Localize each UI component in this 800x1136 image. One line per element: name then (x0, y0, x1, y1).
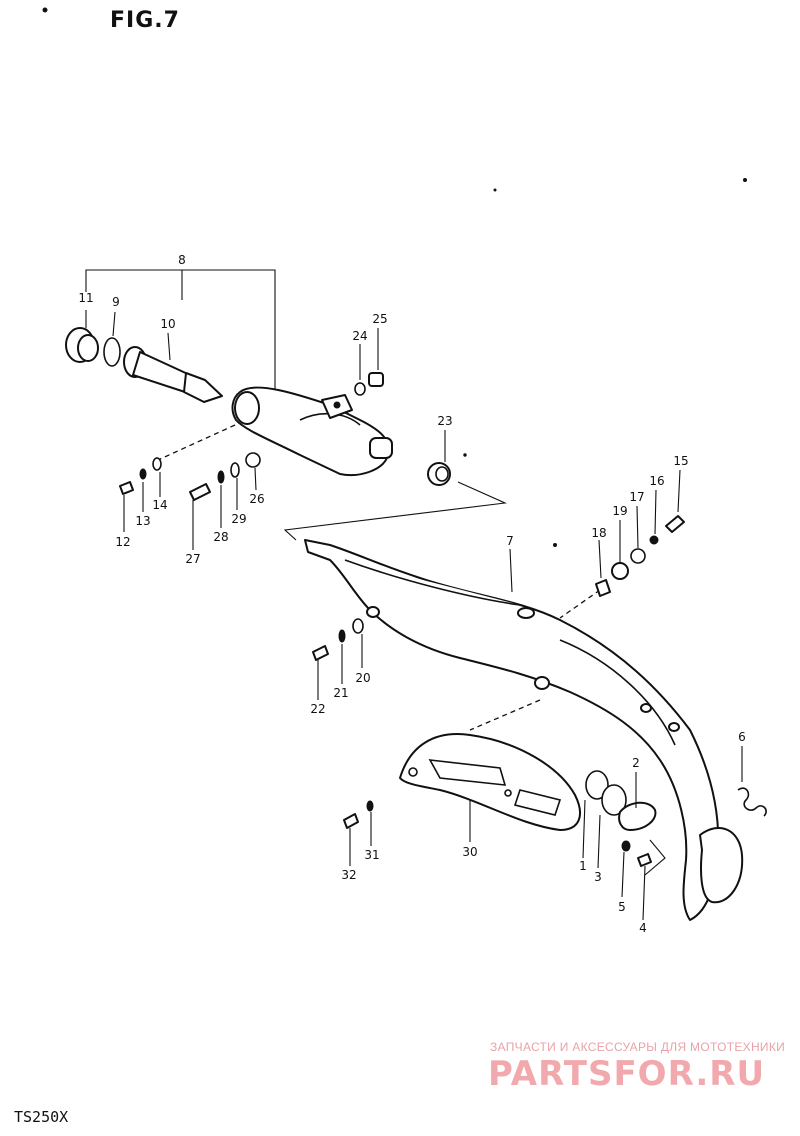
callout-16: 16 (649, 474, 664, 488)
bush-23 (427, 430, 451, 486)
guide-line-gasket (644, 839, 666, 876)
washer-5 (621, 840, 631, 898)
callout-6: 6 (738, 730, 746, 744)
callout-27: 27 (185, 552, 200, 566)
callout-2: 2 (632, 756, 640, 770)
washer-21 (338, 629, 346, 684)
washer-28 (217, 470, 225, 528)
washer-13 (139, 468, 147, 512)
callout-19: 19 (612, 504, 627, 518)
callout-7: 7 (506, 534, 514, 548)
heat-guard-30 (399, 733, 581, 842)
end-cap-11 (65, 310, 99, 363)
speck-dot (743, 178, 747, 182)
callout-17: 17 (629, 490, 644, 504)
washer-14 (152, 457, 162, 497)
o-ring-9 (103, 311, 121, 367)
speck-dot (463, 453, 467, 457)
callout-23: 23 (437, 414, 452, 428)
callout-11: 11 (78, 291, 93, 305)
exhaust-pipe-7 (304, 539, 744, 921)
bolt-22 (312, 645, 329, 700)
callout-30: 30 (462, 845, 477, 859)
callout-22: 22 (310, 702, 325, 716)
callout-18: 18 (591, 526, 606, 540)
callout-5: 5 (618, 900, 626, 914)
watermark-logo: PARTSFOR.RU (488, 1054, 766, 1094)
callout-labels: 8 11 9 10 24 25 23 15 16 17 19 18 7 14 1… (78, 253, 745, 935)
callout-3: 3 (594, 870, 602, 884)
callout-28: 28 (213, 530, 228, 544)
washer-26 (245, 452, 261, 491)
callout-24: 24 (352, 329, 367, 343)
washer-17 (630, 505, 646, 564)
callout-4: 4 (639, 921, 647, 935)
callout-32: 32 (341, 868, 356, 882)
figure-title: FIG.7 (110, 8, 180, 33)
bolt-32 (343, 813, 359, 866)
callout-20: 20 (355, 671, 370, 685)
nut-16 (649, 489, 659, 545)
bolt-27 (189, 483, 211, 550)
callout-25: 25 (372, 312, 387, 326)
washer-20 (352, 618, 364, 668)
model-code: TS250X (14, 1108, 69, 1126)
speck-dot (42, 7, 48, 13)
callout-1: 1 (579, 859, 587, 873)
speck-dot (553, 543, 557, 547)
gasket-1 (582, 770, 609, 859)
spark-arrester-10 (123, 332, 223, 403)
callout-31: 31 (364, 848, 379, 862)
collar-18 (595, 539, 611, 597)
guide-line-23 (283, 481, 508, 541)
speck-dot (493, 188, 497, 192)
callout-29: 29 (231, 512, 246, 526)
callout-14: 14 (152, 498, 167, 512)
bracket-8 (85, 269, 276, 390)
guide-dash-18 (559, 589, 601, 619)
silencer-body (231, 386, 393, 476)
callout-12: 12 (115, 535, 130, 549)
guide-dash-silencer (157, 424, 236, 461)
bolt-12 (119, 481, 134, 532)
grommet-19 (611, 520, 629, 580)
callout-9: 9 (112, 295, 120, 309)
washer-31 (366, 800, 374, 846)
spring-6 (737, 746, 767, 817)
callout-8: 8 (178, 253, 186, 267)
guide-dash-30 (469, 699, 541, 731)
nut-24 (354, 344, 366, 396)
callout-10: 10 (160, 317, 175, 331)
bolt-15 (665, 469, 685, 533)
gasket-3 (597, 784, 627, 869)
callout-26: 26 (249, 492, 264, 506)
bracket-line-8 (85, 269, 276, 390)
watermark-tagline: ЗАПЧАСТИ И АКСЕССУАРЫ ДЛЯ МОТОТЕХНИКИ (490, 1040, 786, 1054)
callout-21: 21 (333, 686, 348, 700)
flange-2 (618, 772, 657, 831)
callout-13: 13 (135, 514, 150, 528)
washer-29 (230, 462, 240, 510)
bolt-4 (637, 853, 652, 921)
callout-15: 15 (673, 454, 688, 468)
nut-25 (368, 328, 384, 387)
